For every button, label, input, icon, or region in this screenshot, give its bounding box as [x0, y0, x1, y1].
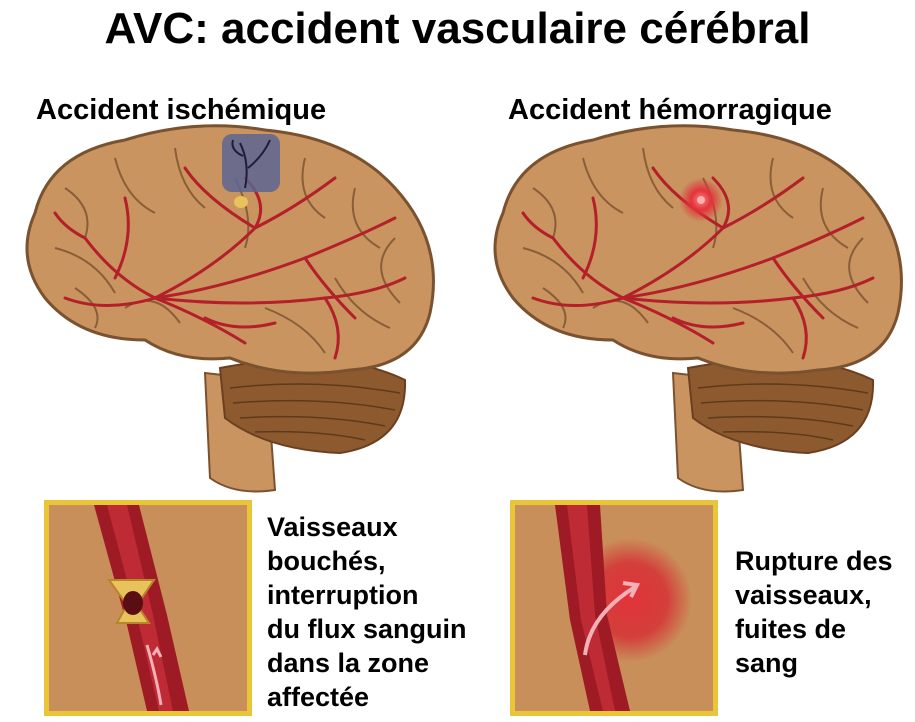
ruptured-vessel-inset: [510, 500, 718, 716]
ruptured-vessel-illustration: [515, 505, 713, 711]
ischemic-caption: Vaisseaux bouchés, interruption du flux …: [267, 510, 467, 714]
caption-line: bouchés,: [267, 544, 467, 578]
blocked-vessel-inset: [44, 500, 252, 716]
caption-line: du flux sanguin: [267, 612, 467, 646]
ischemic-brain-illustration: [5, 118, 450, 498]
clot: [234, 196, 248, 208]
diagram-title: AVC: accident vasculaire cérébral: [0, 4, 915, 54]
caption-line: sang: [735, 646, 893, 680]
caption-line: dans la zone: [267, 646, 467, 680]
caption-line: Rupture des: [735, 544, 893, 578]
caption-line: vaisseaux,: [735, 578, 893, 612]
caption-line: affectée: [267, 680, 467, 714]
hemorrhagic-brain-illustration: [473, 118, 915, 498]
caption-line: fuites de: [735, 612, 893, 646]
caption-line: interruption: [267, 578, 467, 612]
caption-line: Vaisseaux: [267, 510, 467, 544]
ischemia-zone: [222, 134, 280, 192]
blocked-vessel-illustration: [49, 505, 247, 711]
hemorrhagic-caption: Rupture des vaisseaux, fuites de sang: [735, 544, 893, 680]
